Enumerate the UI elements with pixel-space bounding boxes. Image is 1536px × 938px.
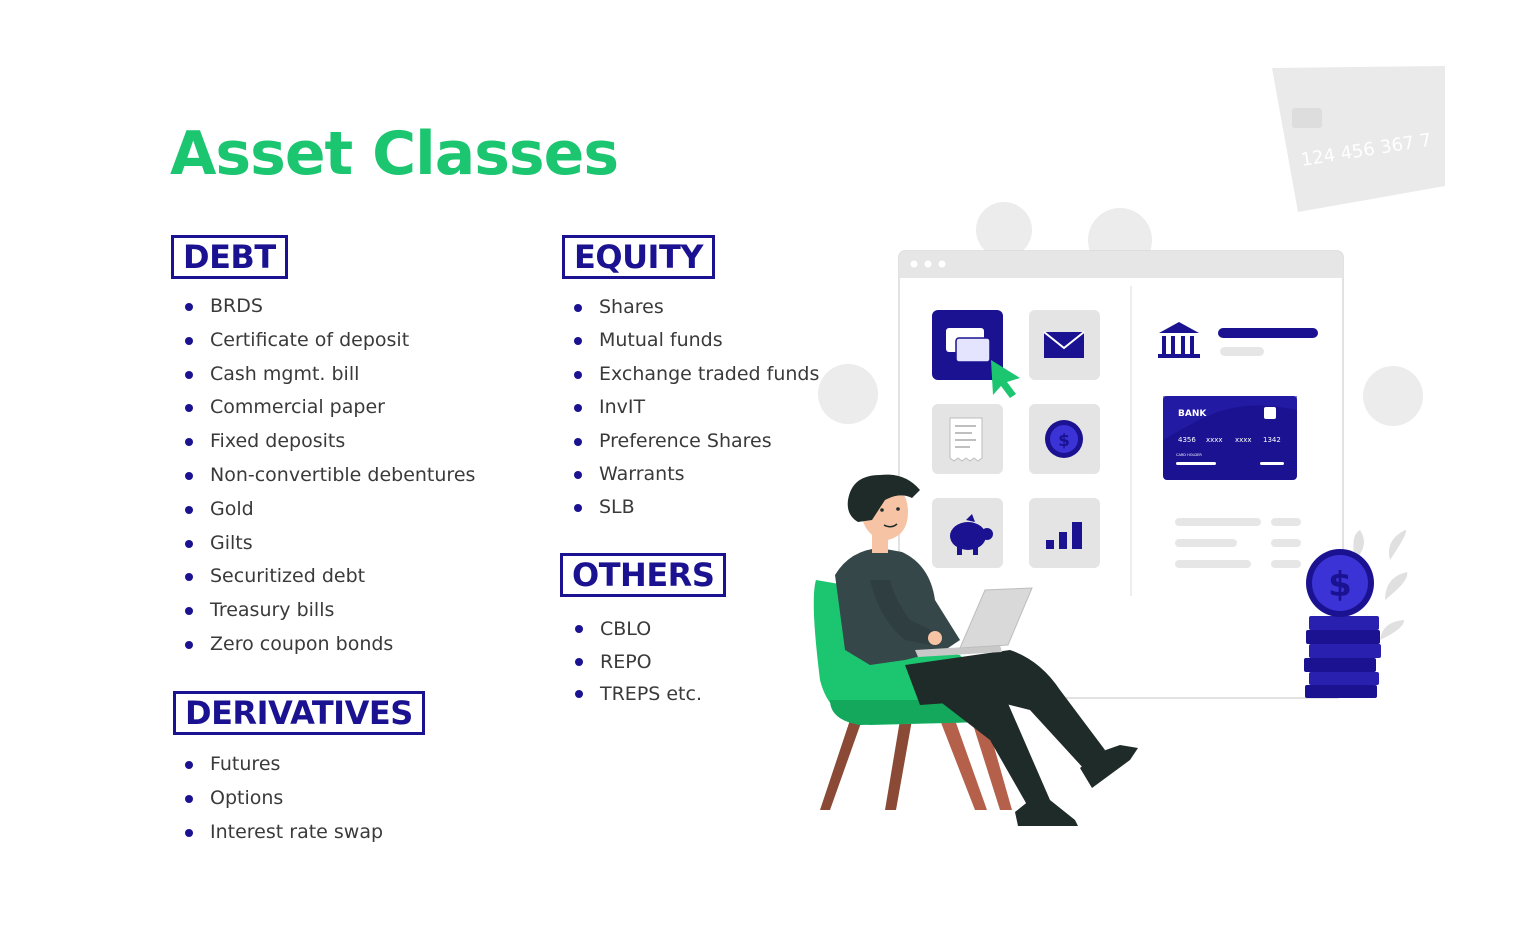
card-number-part-4: 1342 (1263, 436, 1281, 444)
equity-heading: EQUITY (562, 235, 715, 279)
credit-card-icon (932, 310, 1003, 380)
debt-list-item: Non-convertible debentures (185, 459, 475, 493)
bank-subtitle-bar (1220, 347, 1264, 356)
browser-window (898, 250, 1344, 699)
equity-list-item: Shares (574, 291, 819, 324)
debt-heading: DEBT (171, 235, 288, 279)
derivatives-heading: DERIVATIVES (173, 691, 425, 735)
piggy-bank-icon (932, 498, 1003, 568)
svg-text:$: $ (1058, 431, 1070, 451)
others-list-item: REPO (575, 646, 702, 679)
debt-list-item: Zero coupon bonds (185, 628, 475, 662)
equity-list-item: Preference Shares (574, 425, 819, 458)
debt-list-item: Commercial paper (185, 391, 475, 425)
card-number-part-3: xxxx (1235, 436, 1252, 444)
coin-dollar-symbol: $ (1328, 565, 1352, 605)
receipt-icon (932, 404, 1003, 474)
derivatives-list-item: Options (185, 782, 383, 816)
card-number-part-2: xxxx (1206, 436, 1223, 444)
equity-list-item: Warrants (574, 458, 819, 491)
dollar-coin-icon: $ (1029, 404, 1100, 474)
leaves-icon (1353, 530, 1408, 640)
debt-list-item: Securitized debt (185, 560, 475, 594)
card-bank-label: BANK (1178, 409, 1207, 419)
others-list-item: TREPS etc. (575, 678, 702, 711)
coin-stack-icon: $ (1304, 549, 1381, 698)
others-heading: OTHERS (560, 553, 727, 597)
derivatives-list-item: Futures (185, 748, 383, 782)
envelope-icon (1029, 310, 1100, 380)
bank-name-bar (1218, 328, 1318, 338)
debt-list-item: Cash mgmt. bill (185, 358, 475, 392)
debt-list-item: BRDS (185, 290, 475, 324)
card-number-part-1: 4356 (1178, 436, 1196, 444)
derivatives-list-item: Interest rate swap (185, 816, 383, 850)
debt-list-item: Gilts (185, 527, 475, 561)
equity-list-item: SLB (574, 491, 819, 524)
equity-list-item: Mutual funds (574, 324, 819, 357)
finance-illustration: 124 456 367 7 (813, 66, 1445, 826)
card-holder-label: CARD HOLDER (1176, 453, 1202, 457)
equity-list-item: InvIT (574, 391, 819, 424)
debt-list-item: Certificate of deposit (185, 324, 475, 358)
others-list-item: CBLO (575, 613, 702, 646)
cursor-arrow-icon (991, 360, 1020, 398)
debt-list-item: Treasury bills (185, 594, 475, 628)
bank-building-icon (1158, 322, 1200, 358)
bar-chart-icon (1029, 498, 1100, 568)
bank-card: BANK 4356 xxxx xxxx 1342 CARD HOLDER (1163, 396, 1297, 480)
equity-list-item: Exchange traded funds (574, 358, 819, 391)
background-card-icon: 124 456 367 7 (1272, 66, 1445, 212)
debt-list-item: Gold (185, 493, 475, 527)
debt-list-item: Fixed deposits (185, 425, 475, 459)
placeholder-lines (1175, 518, 1301, 568)
page-title: Asset Classes (170, 119, 619, 189)
person-with-laptop (813, 474, 1138, 826)
